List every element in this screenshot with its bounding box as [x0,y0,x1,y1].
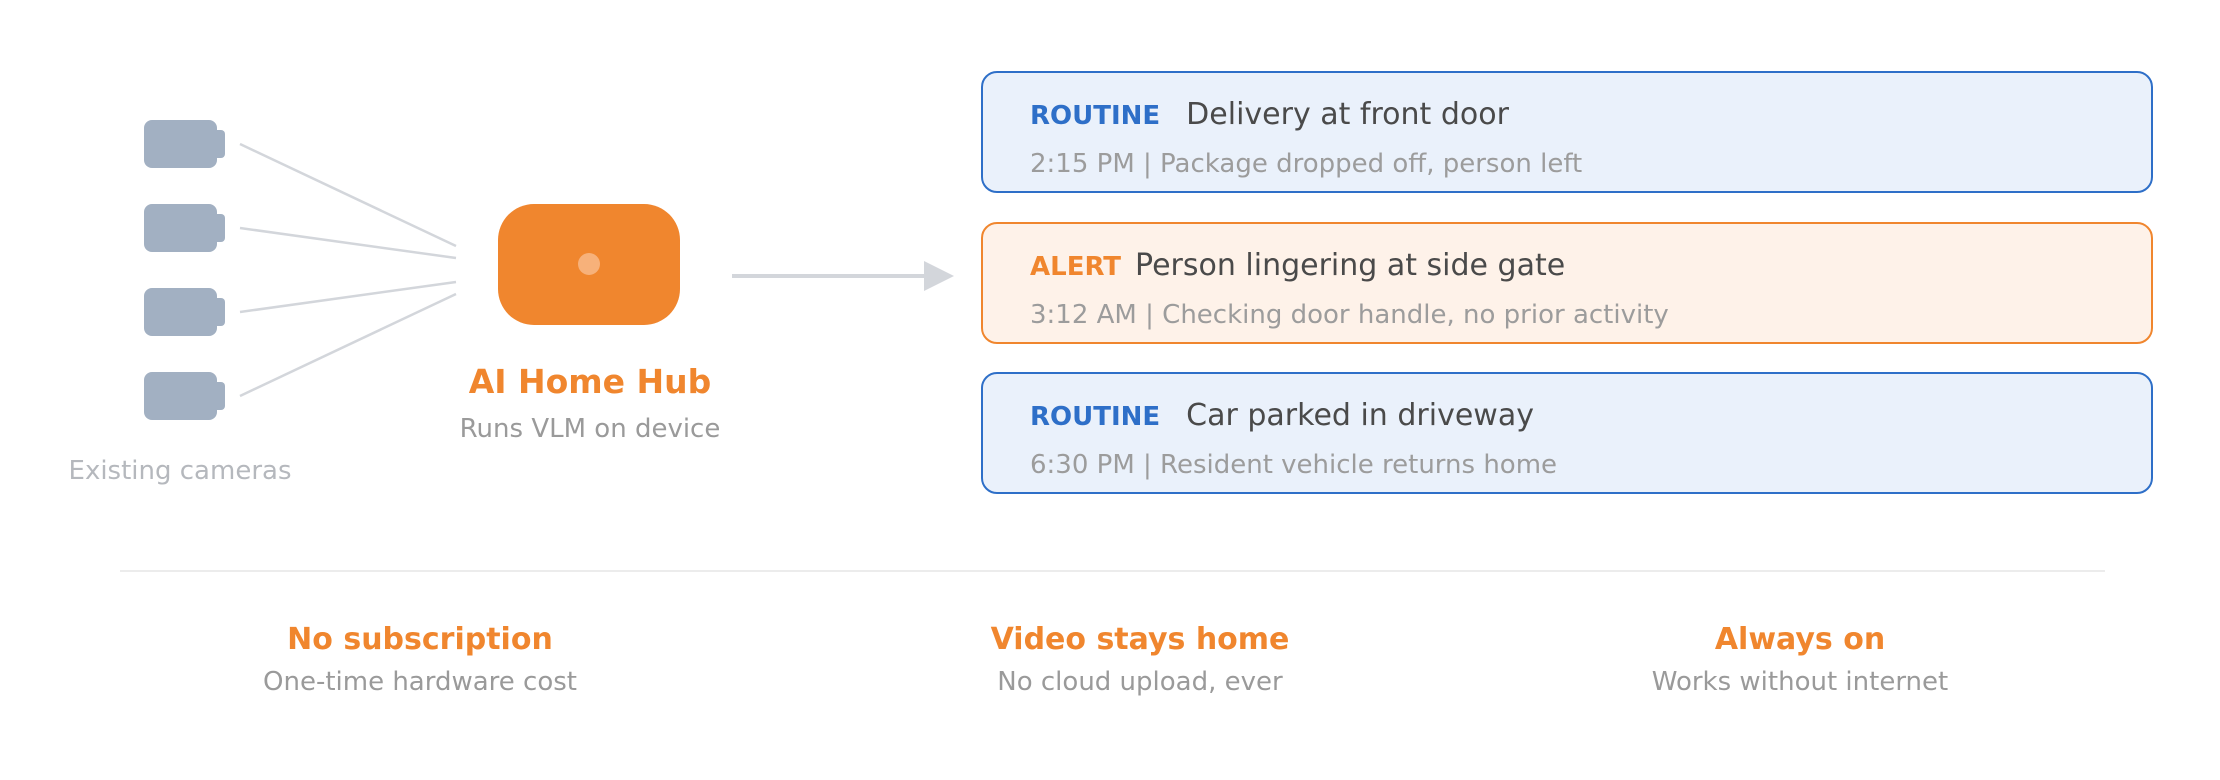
event-tag: ROUTINE [1030,101,1161,131]
camera-connector-line [239,142,457,248]
hub-title: AI Home Hub [468,362,712,401]
event-detail: 6:30 PM | Resident vehicle returns home [1030,450,1558,480]
event-tag: ALERT [1030,252,1122,282]
camera-connector-line [239,292,457,398]
feature-video-stays-home: Video stays home No cloud upload, ever [860,620,1420,700]
feature-always-on: Always on Works without internet [1520,620,2080,700]
camera-icon [144,372,225,420]
feature-no-subscription: No subscription One-time hardware cost [140,620,700,700]
feature-title: Always on [1714,622,1886,657]
feature-subtitle: No cloud upload, ever [997,667,1283,697]
camera-icon [144,288,225,336]
event-headline: Person lingering at side gate [1135,248,1566,283]
event-headline: Car parked in driveway [1186,398,1534,433]
hub-subtitle: Runs VLM on device [459,414,721,444]
flow-arrow [732,261,954,291]
camera-connector-line [239,280,457,314]
event-card-driveway[interactable]: ROUTINE Car parked in driveway 6:30 PM | … [981,372,2153,494]
event-card-side-gate[interactable]: ALERT Person lingering at side gate 3:12 … [981,222,2153,344]
event-card-delivery[interactable]: ROUTINE Delivery at front door 2:15 PM | … [981,71,2153,193]
camera-icon [144,120,225,168]
event-tag: ROUTINE [1030,402,1161,432]
cameras-caption: Existing cameras [68,456,292,486]
camera-connector-line [239,226,457,260]
feature-title: Video stays home [990,622,1290,657]
event-headline: Delivery at front door [1186,97,1509,132]
event-detail: 3:12 AM | Checking door handle, no prior… [1030,300,1669,330]
hub-device-icon [498,204,680,325]
camera-icon [144,204,225,252]
feature-title: No subscription [287,622,553,657]
feature-subtitle: One-time hardware cost [263,667,577,697]
camera-connector-lines [239,142,457,398]
camera-group [144,120,225,420]
event-detail: 2:15 PM | Package dropped off, person le… [1030,149,1583,179]
section-divider [120,570,2105,572]
feature-subtitle: Works without internet [1651,667,1949,697]
